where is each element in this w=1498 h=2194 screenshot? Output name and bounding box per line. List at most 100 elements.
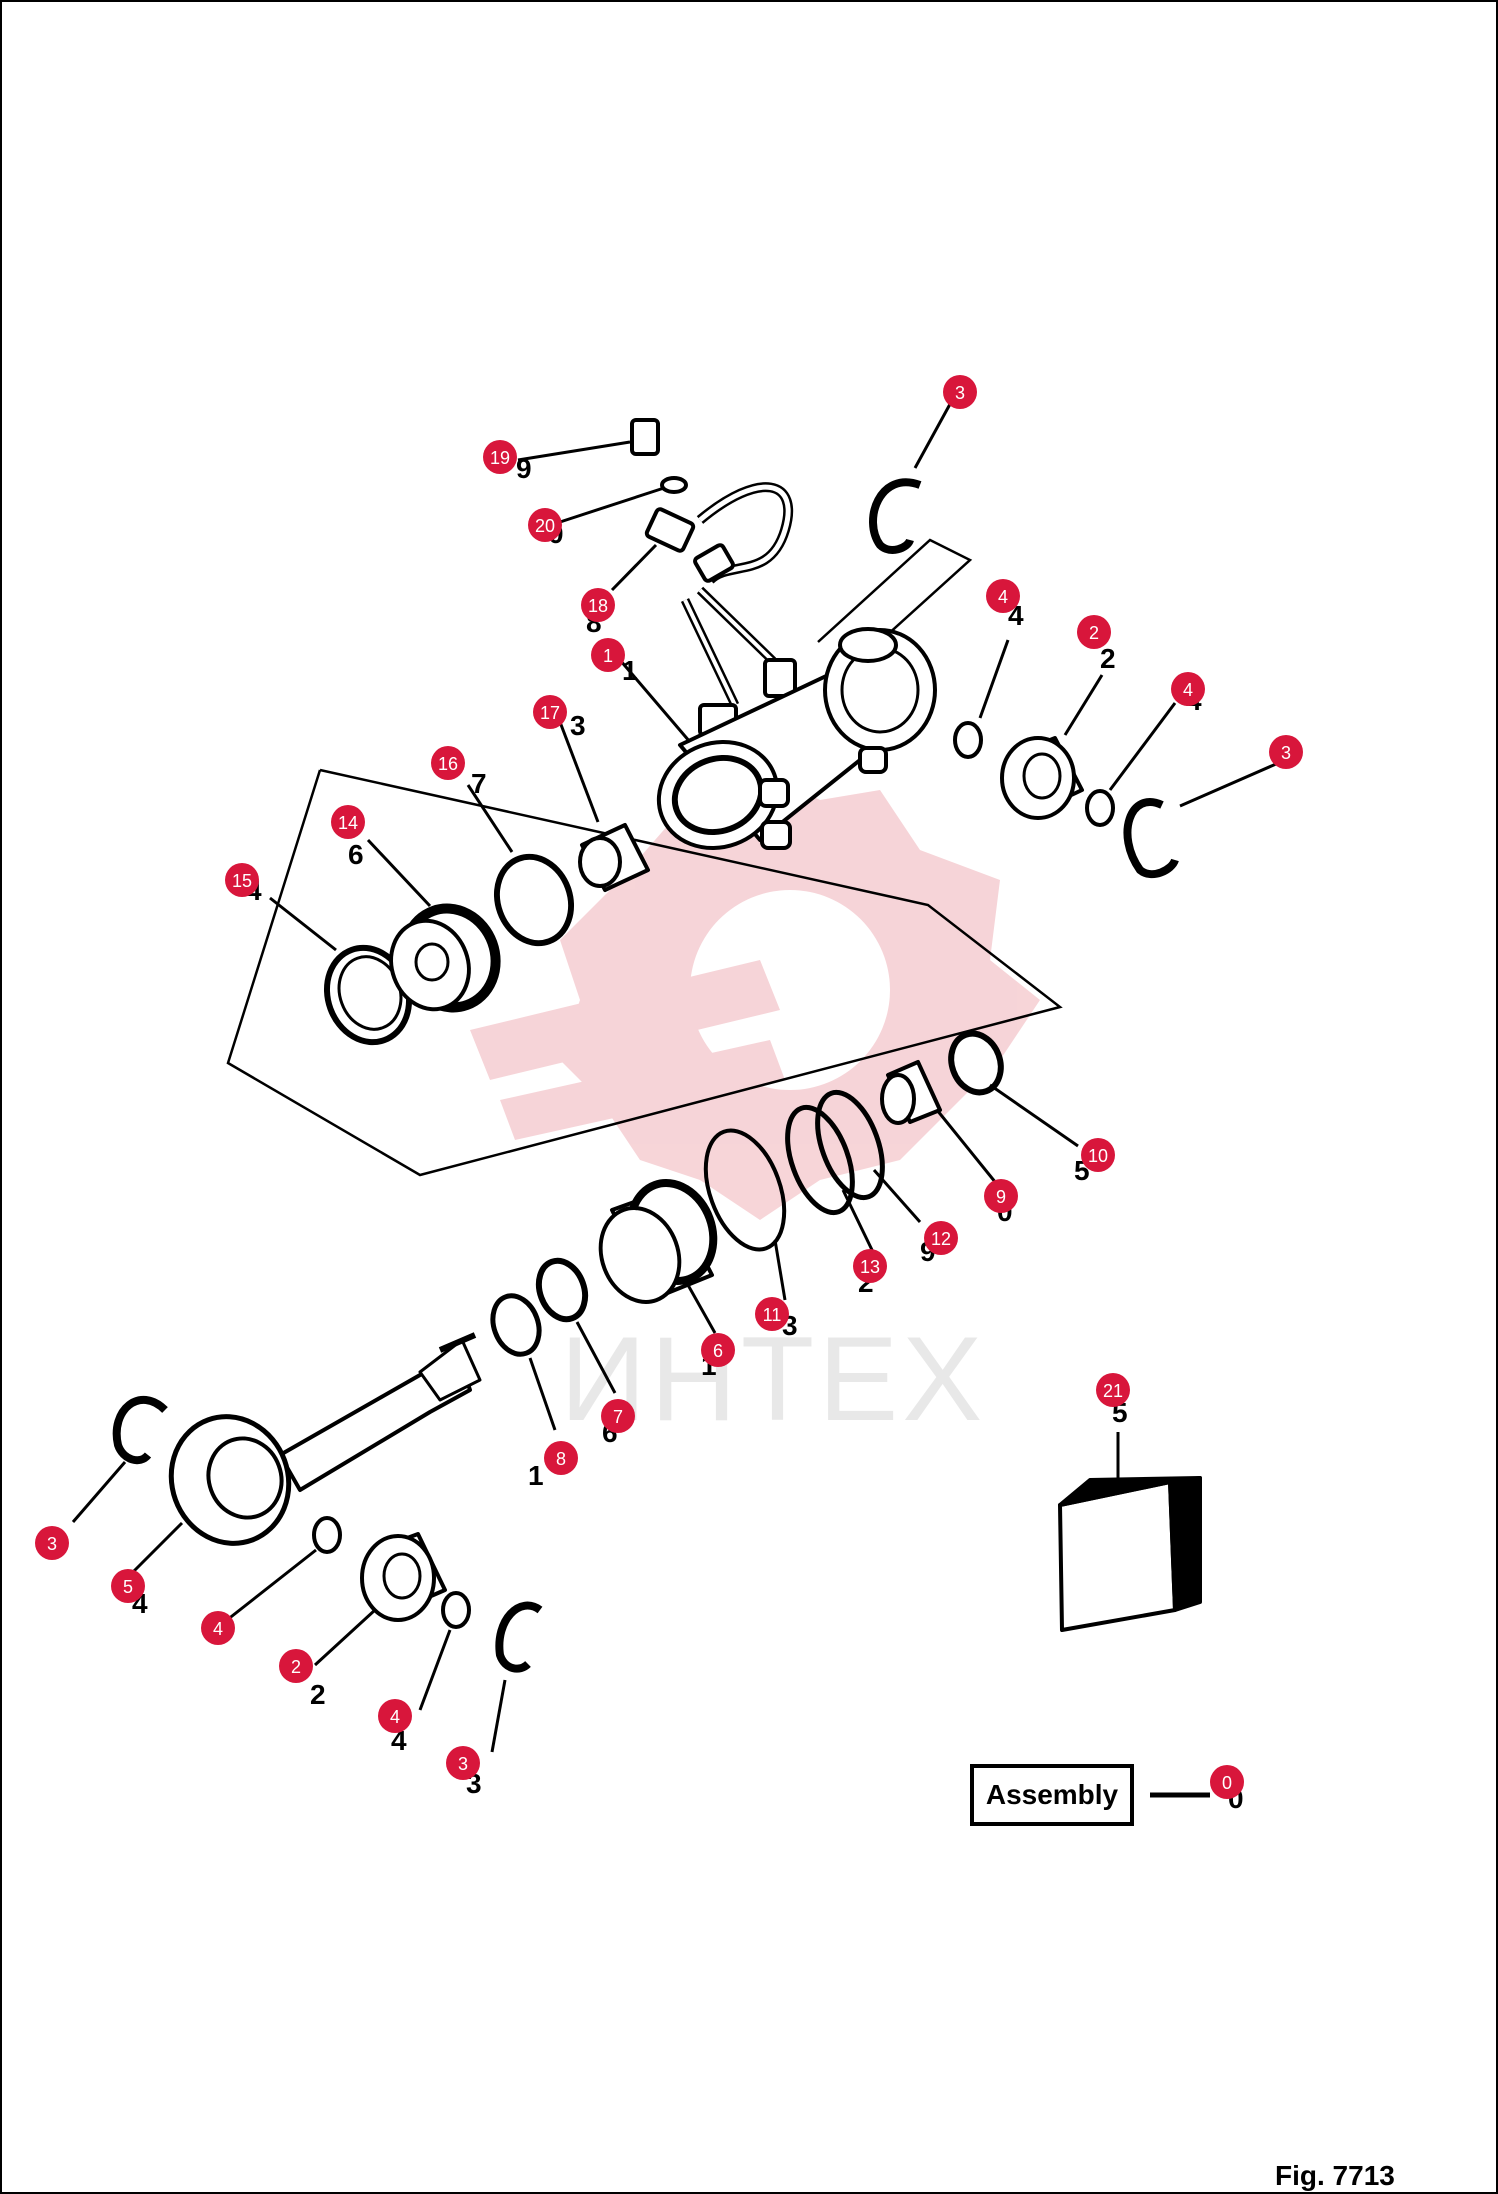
- hose-assembly: [630, 418, 797, 737]
- svg-text:15: 15: [232, 871, 252, 891]
- ring-16: [493, 853, 575, 947]
- svg-text:17: 17: [540, 703, 560, 723]
- ring-12: [815, 1089, 885, 1201]
- assembly-label-box: Assembly: [970, 1764, 1134, 1826]
- printed-number-2: 2: [310, 1679, 326, 1710]
- o-ring-4-upper-a: [953, 721, 983, 759]
- piston-rod-5: [168, 1332, 482, 1546]
- snap-ring-3-left: [112, 1395, 168, 1465]
- callout-1: 1: [591, 638, 625, 672]
- leader-lines: [71, 394, 1277, 1798]
- o-ring-11: [703, 1128, 787, 1252]
- printed-number-6: 6: [348, 839, 364, 870]
- callout-markers: 3192018142431716141510912131167821354243…: [35, 375, 1303, 1799]
- cylinder-tube: [656, 627, 937, 850]
- callout-19: 19: [483, 440, 517, 474]
- watermark-logo: [470, 770, 1040, 1220]
- svg-text:20: 20: [535, 516, 555, 536]
- svg-text:4: 4: [213, 1619, 223, 1639]
- callout-7: 7: [601, 1399, 635, 1433]
- callout-5: 5: [111, 1569, 145, 1603]
- seal-kit-21: [1058, 1476, 1202, 1632]
- svg-text:3: 3: [1281, 743, 1291, 763]
- svg-text:19: 19: [490, 448, 510, 468]
- figure-caption: Fig. 7713: [1275, 2160, 1395, 2191]
- o-ring-4-lower-b: [441, 1591, 471, 1629]
- printed-number-9: 9: [516, 453, 532, 484]
- callout-20: 20: [528, 508, 562, 542]
- svg-text:4: 4: [1183, 680, 1193, 700]
- callout-4: 4: [986, 579, 1020, 613]
- callout-6: 6: [701, 1333, 735, 1367]
- svg-text:3: 3: [955, 383, 965, 403]
- svg-text:6: 6: [713, 1341, 723, 1361]
- callout-4: 4: [378, 1699, 412, 1733]
- bushing-2-upper: [1000, 736, 1084, 820]
- svg-text:8: 8: [556, 1449, 566, 1469]
- kit-bracket-outline: [226, 768, 1063, 1177]
- svg-text:13: 13: [860, 1257, 880, 1277]
- svg-text:2: 2: [291, 1657, 301, 1677]
- svg-text:10: 10: [1088, 1146, 1108, 1166]
- callout-9: 9: [984, 1179, 1018, 1213]
- callout-17: 17: [533, 695, 567, 729]
- printed-number-3: 3: [570, 710, 586, 741]
- snap-ring-3-top: [869, 478, 922, 554]
- callout-21: 21: [1096, 1373, 1130, 1407]
- callout-4: 4: [201, 1611, 235, 1645]
- printed-number-1: 1: [528, 1460, 544, 1491]
- callout-15: 15: [225, 863, 259, 897]
- o-ring-4-lower-a: [312, 1516, 342, 1554]
- svg-text:9: 9: [996, 1187, 1006, 1207]
- snap-ring-3-right: [1123, 798, 1179, 879]
- svg-text:18: 18: [588, 596, 608, 616]
- printed-number-2: 2: [1100, 643, 1116, 674]
- callout-18: 18: [581, 588, 615, 622]
- svg-text:2: 2: [1089, 623, 1099, 643]
- svg-text:4: 4: [998, 587, 1008, 607]
- kit-bracket-right: [817, 538, 973, 656]
- piston-6: [598, 1179, 718, 1304]
- callout-13: 13: [853, 1249, 887, 1283]
- printed-number-7: 7: [471, 768, 487, 799]
- callout-2: 2: [279, 1649, 313, 1683]
- callout-3: 3: [1269, 735, 1303, 769]
- callout-3: 3: [446, 1746, 480, 1780]
- gland-14: [389, 903, 501, 1013]
- ring-9: [880, 1060, 942, 1125]
- callout-3: 3: [943, 375, 977, 409]
- svg-text:0: 0: [1222, 1773, 1232, 1793]
- printed-number-1: 1: [622, 655, 638, 686]
- svg-text:5: 5: [123, 1577, 133, 1597]
- o-ring-4-upper-b: [1085, 789, 1115, 827]
- callout-8: 8: [544, 1441, 578, 1475]
- svg-text:11: 11: [763, 1305, 782, 1325]
- svg-text:4: 4: [390, 1707, 400, 1727]
- seal-10: [948, 1030, 1004, 1096]
- svg-text:7: 7: [613, 1407, 623, 1427]
- svg-text:12: 12: [931, 1229, 951, 1249]
- svg-text:3: 3: [458, 1754, 468, 1774]
- callout-12: 12: [924, 1221, 958, 1255]
- ring-13: [785, 1104, 855, 1216]
- nut-17: [578, 823, 650, 892]
- assembly-label: Assembly: [985, 1779, 1119, 1810]
- snap-ring-3-bottom: [495, 1601, 543, 1673]
- seal-7: [535, 1257, 589, 1323]
- callout-2: 2: [1077, 615, 1111, 649]
- callout-16: 16: [431, 746, 465, 780]
- svg-text:3: 3: [47, 1534, 57, 1554]
- callout-4: 4: [1171, 672, 1205, 706]
- svg-text:16: 16: [438, 754, 458, 774]
- callout-0: 0: [1210, 1765, 1244, 1799]
- callout-14: 14: [331, 805, 365, 839]
- svg-text:1: 1: [603, 646, 613, 666]
- bushing-2-lower: [360, 1532, 447, 1622]
- callout-11: 11: [755, 1297, 789, 1331]
- svg-text:14: 14: [338, 813, 358, 833]
- svg-text:21: 21: [1103, 1381, 1123, 1401]
- ring-8: [490, 1293, 542, 1357]
- callout-3: 3: [35, 1526, 69, 1560]
- callout-10: 10: [1081, 1138, 1115, 1172]
